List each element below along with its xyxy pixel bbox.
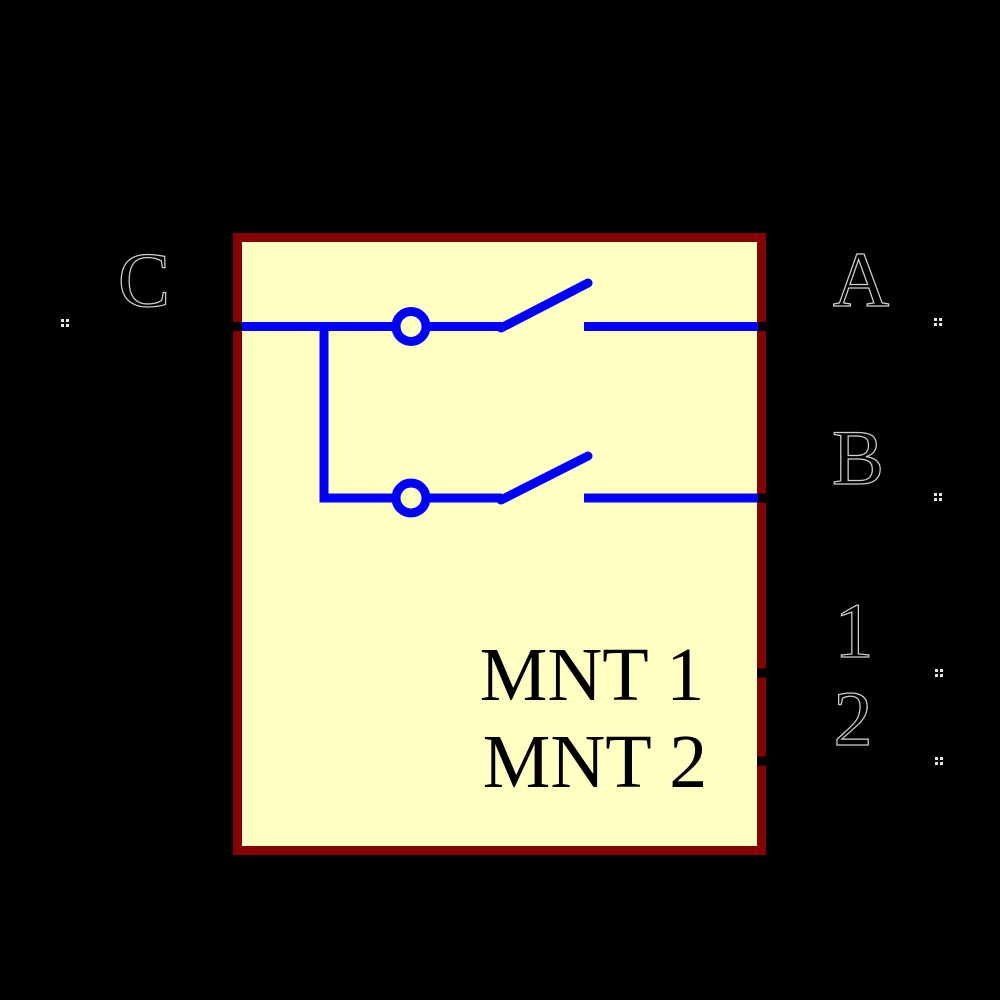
pin-name-a: A xyxy=(832,236,890,323)
pin-name-b: B xyxy=(831,414,885,501)
pivot-circle-a xyxy=(391,307,431,346)
pin-endpoint-marker-c xyxy=(61,319,64,322)
pin-endpoint-marker-b xyxy=(934,493,937,496)
switch-lever-b xyxy=(496,451,593,505)
pin-endpoint-marker-1 xyxy=(935,669,938,672)
switch-lever-a xyxy=(496,278,593,333)
pin-name-1: 1 xyxy=(834,587,874,674)
internal-label-mnt1: MNT 1 xyxy=(479,633,705,717)
internal-label-mnt2: MNT 2 xyxy=(482,720,708,804)
pin-name-c: C xyxy=(117,236,171,323)
pin-name-2: 2 xyxy=(833,675,873,762)
branch-wire-common xyxy=(319,322,396,503)
pin-endpoint-marker-a xyxy=(934,318,937,321)
pin-endpoint-marker-2 xyxy=(935,757,938,760)
pivot-circle-b xyxy=(391,478,431,518)
